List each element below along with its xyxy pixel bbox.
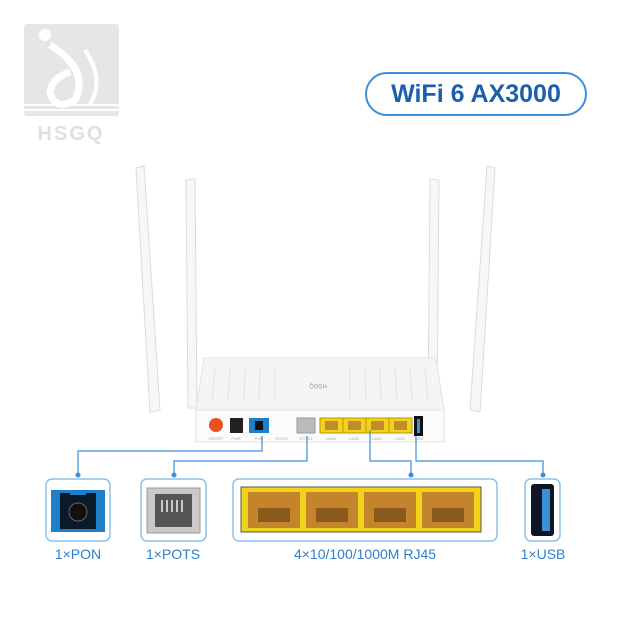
- pon-label: 1×PON: [54, 546, 102, 562]
- antennas: [135, 165, 496, 413]
- antenna-left-outer: [135, 165, 161, 413]
- usb-closeup: [524, 478, 561, 542]
- pwr-jack: [230, 418, 243, 433]
- pots-port: [296, 417, 316, 434]
- antenna-left-inner: [185, 178, 198, 409]
- svg-text:HSGQ: HSGQ: [38, 123, 105, 145]
- pots-closeup: [140, 478, 207, 542]
- svg-text:POTS1: POTS1: [299, 436, 313, 441]
- callout-lines: [77, 430, 544, 475]
- svg-text:LAN4: LAN4: [326, 436, 337, 441]
- wifi-badge: WiFi 6 AX3000: [365, 72, 587, 116]
- svg-text:PON: PON: [255, 436, 264, 441]
- hsgq-logo: HSGQ: [24, 24, 119, 145]
- svg-text:POTS2: POTS2: [275, 436, 289, 441]
- pots-label: 1×POTS: [145, 546, 201, 562]
- rj45-label: 4×10/100/1000M RJ45: [293, 546, 437, 562]
- rj45-closeup: [232, 478, 498, 542]
- svg-text:ON/OFF: ON/OFF: [208, 436, 224, 441]
- svg-text:LAN1: LAN1: [395, 436, 406, 441]
- antenna-right-outer: [469, 165, 496, 413]
- svg-text:PWR: PWR: [231, 436, 240, 441]
- usb-label: 1×USB: [520, 546, 566, 562]
- svg-text:HSGQ: HSGQ: [309, 382, 327, 388]
- svg-text:USB: USB: [415, 436, 424, 441]
- svg-text:LAN2: LAN2: [372, 436, 383, 441]
- power-button: [209, 418, 223, 432]
- router-body: HSGQ ON/OFF PWR PON POTS2 POTS1 LAN4 LAN…: [195, 357, 445, 443]
- pon-closeup: [45, 478, 111, 542]
- svg-text:LAN3: LAN3: [349, 436, 360, 441]
